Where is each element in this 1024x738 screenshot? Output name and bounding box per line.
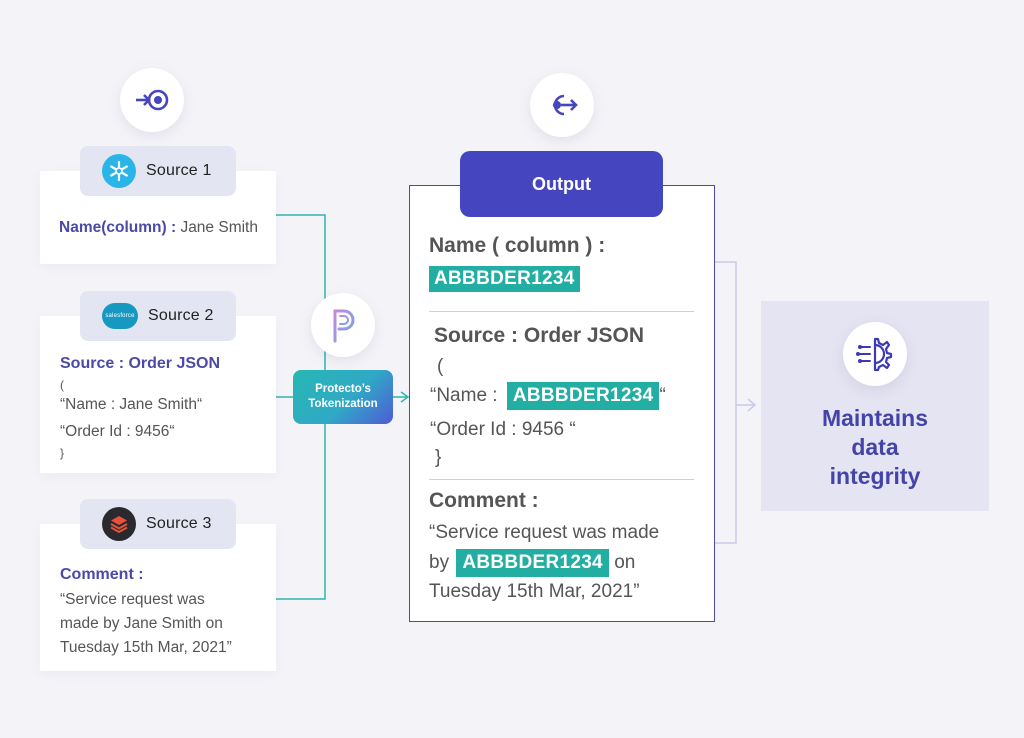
source-2-tag: salesforce Source 2 (80, 291, 236, 341)
source-3-line: made by Jane Smith on (60, 615, 223, 632)
token-badge: ABBBDER1234 (429, 266, 580, 292)
output-arrow-icon (530, 73, 594, 137)
result-line: data (851, 434, 899, 460)
result-text: Maintains data integrity (761, 404, 989, 491)
source-2-line: “Order Id : 9456“ (60, 423, 175, 440)
source-1-label: Source 1 (146, 162, 212, 179)
source-1-field: Name(column) : Jane Smith (59, 216, 258, 240)
output-json-name-row: “Name : ABBBDER1234“ (430, 381, 666, 411)
result-line: Maintains (821, 405, 929, 431)
source-3-content: Comment : “Service request was made by J… (60, 562, 232, 660)
token-badge: ABBBDER1234 (456, 549, 609, 577)
output-name-key: Name ( column ) : (429, 234, 606, 257)
tokenization-pill: Protecto’s Tokenization (293, 370, 393, 424)
output-open-paren: ( (437, 356, 444, 377)
source-2-line: ( (60, 378, 64, 392)
tokenization-label-line2: Tokenization (308, 398, 378, 410)
protecto-logo-icon (311, 293, 375, 357)
source-3-line: Tuesday 15th Mar, 2021” (60, 639, 232, 656)
source-3-heading: Comment : (60, 566, 144, 583)
source-2-heading: Source : Order JSON (60, 355, 221, 372)
source-3-tag: Source 3 (80, 499, 236, 549)
snowflake-icon (102, 154, 136, 188)
output-comment-on: on (614, 552, 636, 573)
divider (429, 479, 694, 480)
databricks-icon (102, 507, 136, 541)
output-name-prefix: “Name : (430, 385, 498, 406)
source-3-line: “Service request was (60, 591, 205, 608)
source-2-content: Source : Order JSON ( “Name : Jane Smith… (60, 351, 220, 459)
output-comment-line3: Tuesday 15th Mar, 2021” (429, 581, 640, 602)
output-order-heading: Source : Order JSON (434, 324, 645, 347)
tokenization-label-line1: Protecto’s (315, 383, 371, 395)
output-comment-by: by (429, 552, 450, 573)
output-name-suffix: “ (659, 385, 666, 406)
output-comment-key: Comment : (429, 489, 539, 512)
source-3-label: Source 3 (146, 515, 212, 532)
output-title: Output (460, 151, 663, 217)
result-line: integrity (829, 463, 921, 489)
output-comment-line2: by ABBBDER1234 on (429, 548, 635, 578)
salesforce-icon: salesforce (102, 303, 138, 329)
source-1-field-key: Name(column) : (59, 219, 177, 236)
divider (429, 311, 694, 312)
source-1-tag: Source 1 (80, 146, 236, 196)
output-name-token-row: ABBBDER1234 (429, 266, 580, 292)
source-2-label: Source 2 (148, 307, 214, 324)
source-2-line: “Name : Jane Smith“ (60, 396, 203, 413)
source-2-card (40, 316, 276, 473)
source-1-field-value: Jane Smith (180, 219, 258, 236)
input-arrow-icon (120, 68, 184, 132)
output-order-id: “Order Id : 9456 “ (430, 419, 576, 440)
output-close-brace: } (435, 447, 442, 468)
output-comment-line1: “Service request was made (429, 522, 660, 543)
token-badge: ABBBDER1234 (506, 382, 660, 410)
gear-circuit-icon (843, 322, 907, 386)
source-2-line: } (60, 446, 65, 460)
